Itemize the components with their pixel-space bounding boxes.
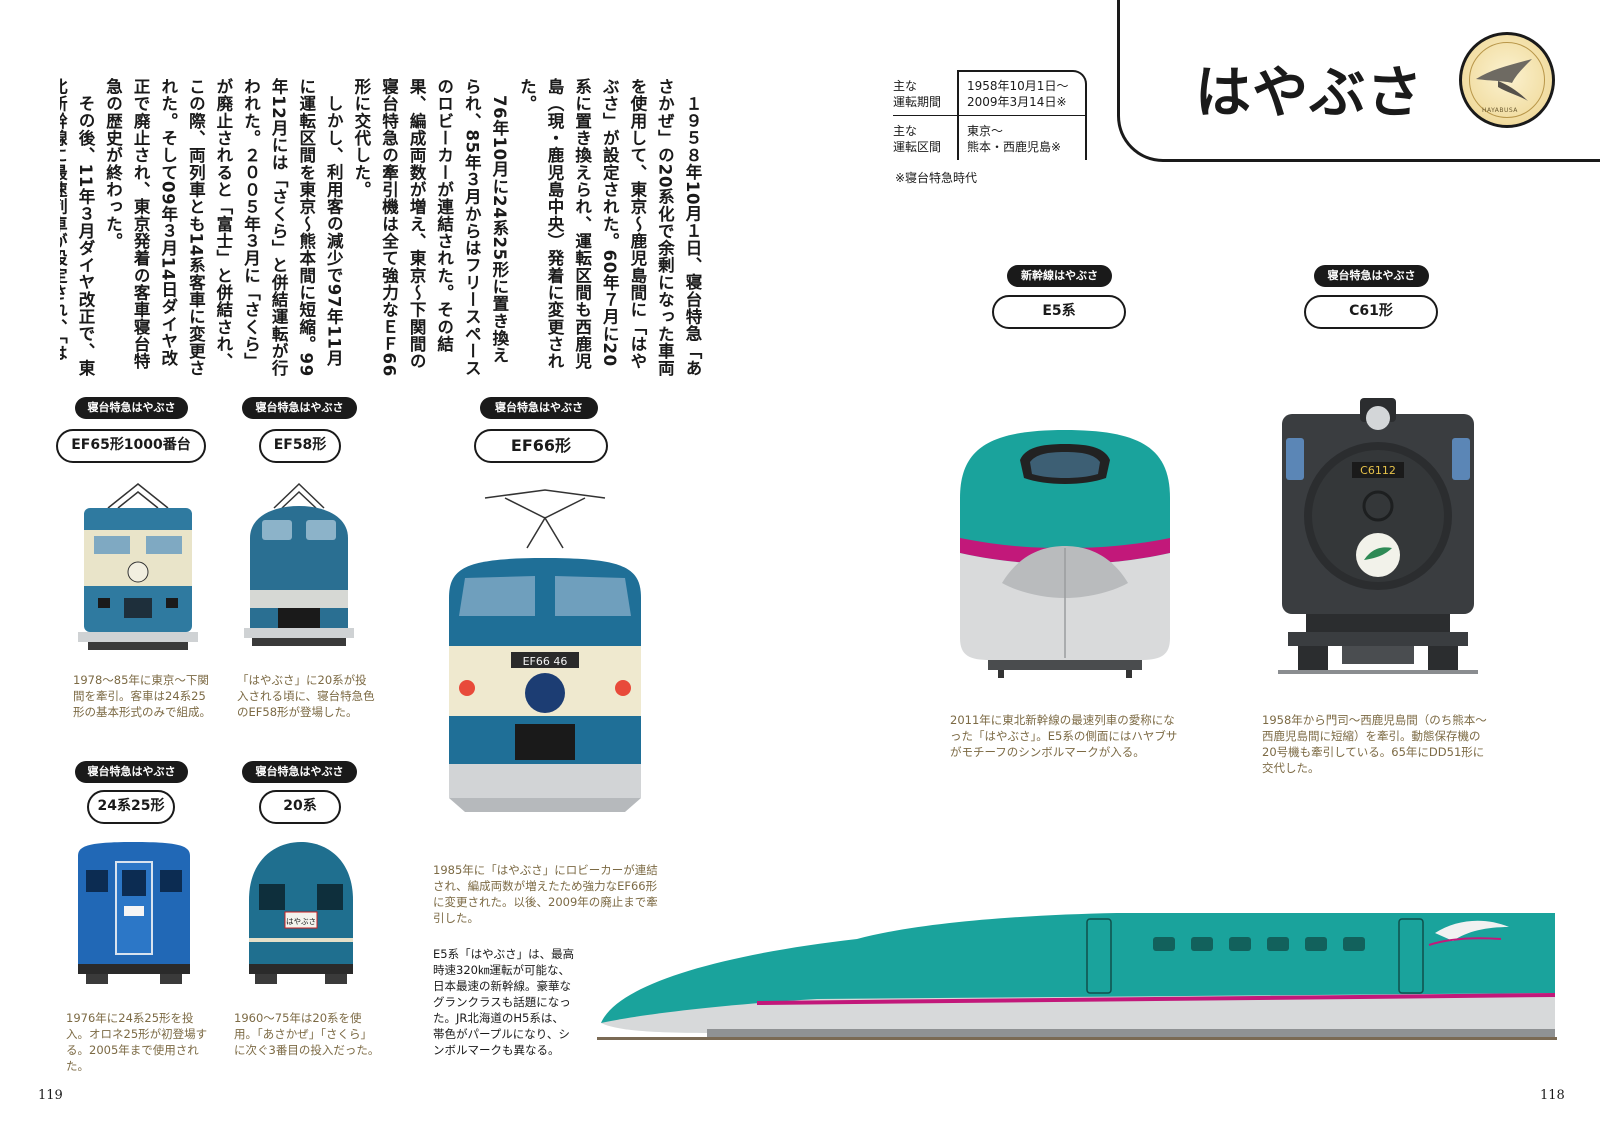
tag-20: 寝台特急はやぶさ [242,761,357,783]
tag-ef65: 寝台特急はやぶさ [75,397,188,419]
info-note: ※寝台特急時代 [895,171,978,185]
emblem-inner-ring [1469,42,1545,118]
ef58-front-illustration [244,482,354,646]
name-ef58: EF58形 [259,429,341,463]
page-number-left: 119 [38,1088,63,1103]
info-value-period: 1958年10月1日〜 2009年3月14日※ [967,79,1069,109]
main-paragraph-1: １９５８年10月１日、寝台特急「あさかぜ」の20系化で余剰になった車両を使用して… [517,78,702,377]
info-row-separator [893,115,1087,116]
c61-front-illustration: C6112 [1278,398,1478,674]
caption-ef65: 1978〜85年に東京〜下関間を牽引。客車は24系25形の基本形式のみで組成。 [73,673,211,719]
tag-c61: 寝台特急はやぶさ [1314,265,1429,287]
car-20-illustration: はやぶさ [249,842,353,984]
hayabusa-emblem: HAYABUSA [1459,32,1555,128]
tag-ef58: 寝台特急はやぶさ [242,397,357,419]
caption-ef58: 「はやぶさ」に20系が投入される頃に、寝台特急色のEF58形が登場した。 [237,673,375,719]
ef65-front-illustration [78,483,198,650]
info-value-section: 東京〜 熊本・西鹿児島※ [967,124,1062,154]
name-e5: E5系 [992,295,1126,329]
tag-ef66: 寝台特急はやぶさ [480,397,598,419]
page-number-right: 118 [1540,1088,1565,1103]
tag-e5: 新幹線はやぶさ [1007,265,1112,287]
caption-20: 1960〜75年は20系を使用。「あさかぜ」「さくら」に次ぐ3番目の投入だった。 [234,1011,380,1057]
name-ef65: EF65形1000番台 [56,429,206,463]
main-paragraph-3: しかし、利用客の減少で97年11月に運転区間を東京〜熊本間に短縮。99年12月に… [103,78,344,377]
tag-2425: 寝台特急はやぶさ [75,761,188,783]
car-20-headboard: はやぶさ [286,917,316,926]
ef66-front-illustration: EF66 46 [449,489,641,812]
info-key-section: 主な 運転区間 [893,124,942,154]
emblem-text: HAYABUSA [1482,107,1518,114]
main-vertical-text: １９５８年10月１日、寝台特急「あさかぜ」の20系化で余剰になった車両を使用して… [60,78,706,378]
c61-number-plate: C6112 [1360,464,1396,477]
caption-2425: 1976年に24系25形を投入。オロネ25形が初登場する。2005年まで使用され… [66,1011,208,1073]
e5-side-illustration [597,913,1557,1040]
main-paragraph-2: 76年10月に24系25形に置き換えられ、85年３月からはフリースペースのロビー… [351,78,509,377]
caption-e5: 2011年に東北新幹線の最速列車の愛称になった「はやぶさ」。E5系の側面にはハヤ… [950,713,1178,759]
name-c61: C61形 [1304,295,1438,329]
falcon-icon [1476,59,1532,101]
ef66-number-plate: EF66 46 [523,655,568,668]
caption-ef66: 1985年に「はやぶさ」にロビーカーが連結され、編成両数が増えたため強力なEF6… [433,863,658,925]
caption-c61: 1958年から門司〜西鹿児島間（のち熊本〜西鹿児島間に短縮）を牽引。動態保存機の… [1262,713,1487,775]
main-paragraph-4: その後、11年３月ダイヤ改正で、東北新幹線に最速列車が設定され、「はやぶさ」の愛… [60,78,95,377]
e5-note: E5系「はやぶさ」は、最高時速320㎞運転が可能な、日本最速の新幹線。豪華なグラ… [433,947,575,1057]
car-2425-illustration [78,842,190,984]
info-key-period: 主な 運転期間 [893,79,942,109]
name-ef66: EF66形 [474,429,608,463]
page-title: はやぶさ [1195,61,1424,126]
name-20: 20系 [259,790,341,824]
name-2425: 24系25形 [87,790,175,824]
e5-front-illustration [960,430,1170,678]
